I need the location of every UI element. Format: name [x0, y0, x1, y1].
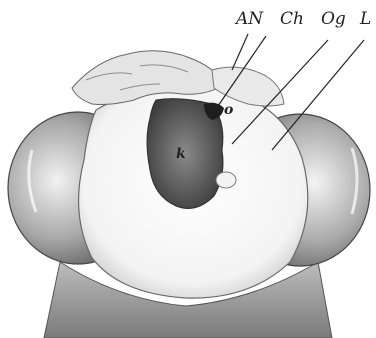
label-og: Og [321, 9, 346, 29]
label-ch: Ch [280, 9, 304, 29]
lower-blob [216, 172, 236, 188]
leader-an [232, 34, 248, 70]
label-k: k [176, 146, 186, 162]
label-an: AN [234, 9, 264, 29]
label-l: L [359, 9, 371, 29]
label-o: o [224, 102, 233, 118]
